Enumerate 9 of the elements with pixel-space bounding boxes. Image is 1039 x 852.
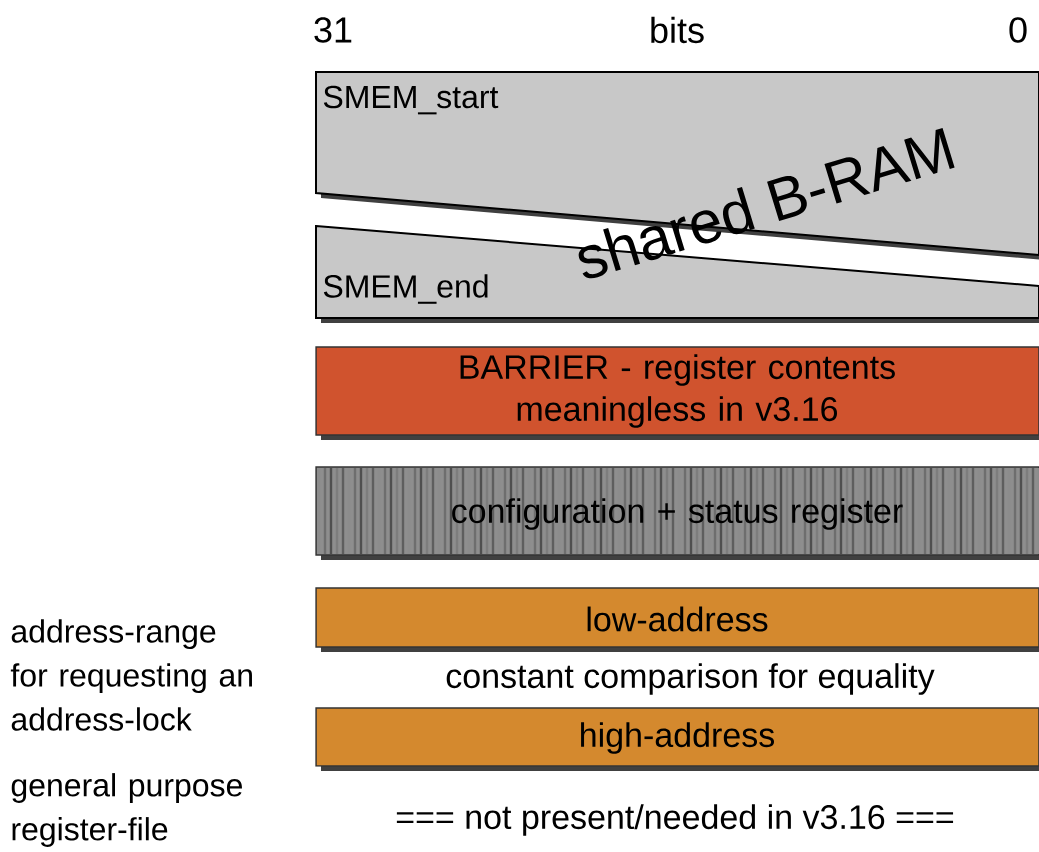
side-label: address-range for requesting an address-lock xyxy=(10,619,252,731)
side-label: general purpose register-file xyxy=(11,773,242,847)
node-label: SMEM_start xyxy=(323,85,499,115)
register-box: BARRIER - register contents meaningless in v3.16 xyxy=(315,346,1039,440)
register-box: high-address xyxy=(315,707,1039,771)
register-box: configuration + status register xyxy=(315,466,1039,560)
register-box: low-address xyxy=(315,587,1039,652)
note-text: constant comparison for equality xyxy=(446,663,935,695)
note-text: === not present/needed in v3.16 === xyxy=(396,804,954,836)
